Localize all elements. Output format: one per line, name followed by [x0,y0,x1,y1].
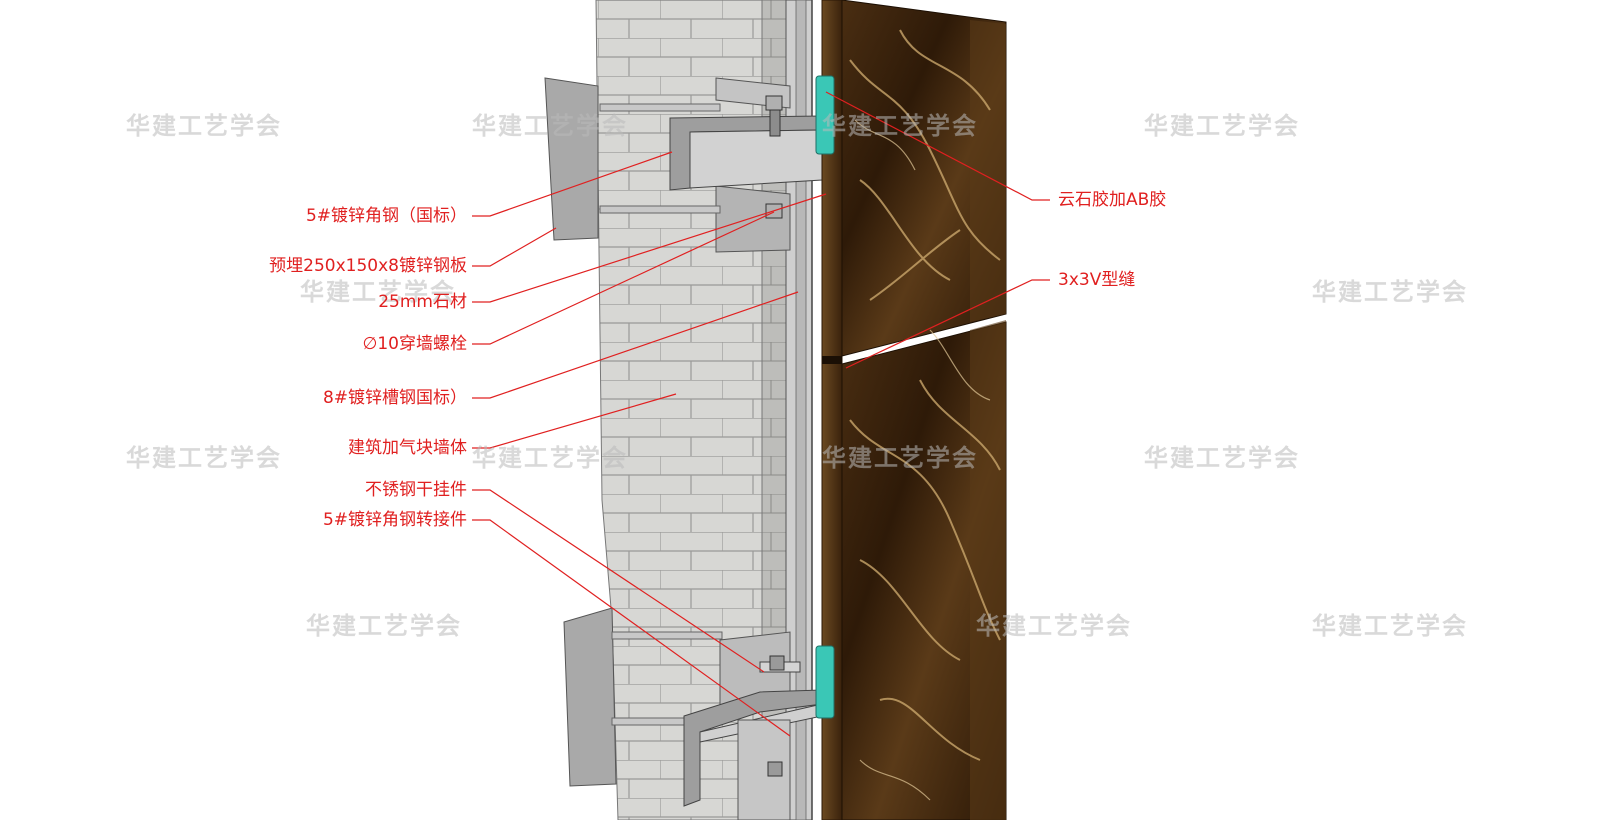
watermark: 华建工艺学会 [300,278,456,306]
leader-bolt [472,211,775,345]
lower-bracket [563,607,823,821]
leader-glue [825,91,1050,201]
label-embedded-plate: 预埋250x150x8镀锌钢板 [269,256,467,276]
marble-panels [821,0,1007,821]
watermark: 华建工艺学会 [822,444,978,472]
watermark: 华建工艺学会 [306,612,462,640]
watermark: 华建工艺学会 [976,612,1132,640]
leader-block-wall [472,393,677,449]
leader-adapter [472,519,791,737]
label-hanger: 不锈钢干挂件 [365,480,467,500]
label-channel-steel: 8#镀锌槽钢国标） [322,388,467,408]
watermark: 华建工艺学会 [1312,612,1468,640]
label-joint: 3x3V型缝 [1058,270,1136,290]
label-angle-steel: 5#镀锌角钢（国标） [305,206,467,226]
leader-hanger [472,489,765,673]
watermark: 华建工艺学会 [472,444,628,472]
leader-joint [845,279,1050,369]
label-adapter: 5#镀锌角钢转接件 [322,510,467,530]
leader-angle-steel [472,151,673,217]
stone-clips [815,75,835,719]
leader-channel-steel [472,291,799,399]
label-stone: 25mm石材 [378,292,467,312]
watermark: 华建工艺学会 [1144,112,1300,140]
watermark: 华建工艺学会 [822,112,978,140]
watermark: 华建工艺学会 [1312,278,1468,306]
watermark: 华建工艺学会 [472,112,628,140]
watermark: 华建工艺学会 [126,444,282,472]
watermark: 华建工艺学会 [126,112,282,140]
watermark: 华建工艺学会 [1144,444,1300,472]
label-bolt: ∅10穿墙螺栓 [362,334,467,354]
leader-lines [472,91,1050,737]
label-block-wall: 建筑加气块墙体 [348,438,467,458]
label-glue: 云石胶加AB胶 [1058,190,1167,210]
leader-embedded-plate [472,227,557,267]
upper-bracket [544,77,823,253]
leader-stone [472,193,827,303]
